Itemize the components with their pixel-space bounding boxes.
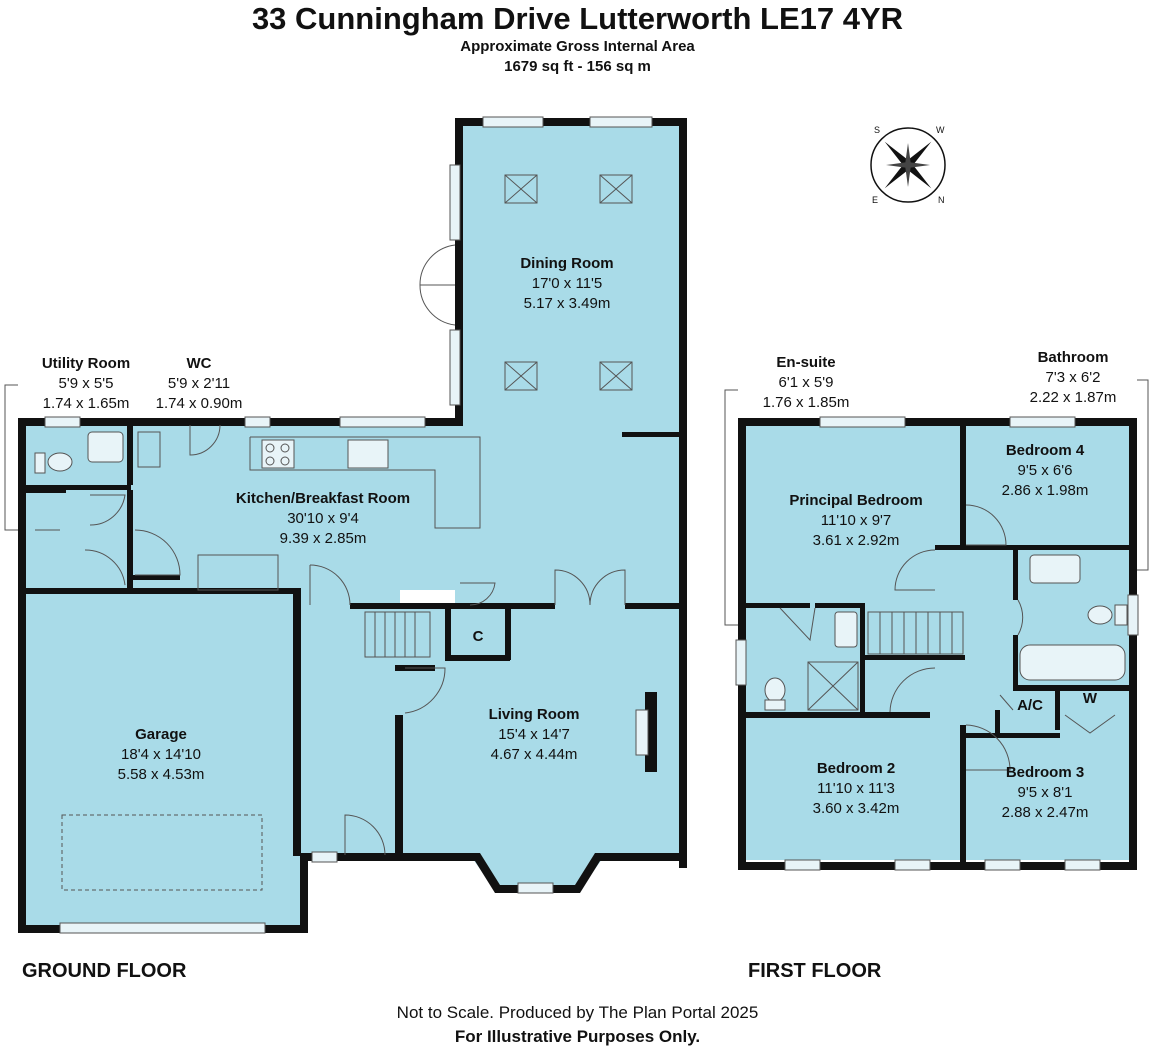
room-name-bed3: Bedroom 3 bbox=[1006, 764, 1084, 781]
room-name-kitchen: Kitchen/Breakfast Room bbox=[236, 490, 410, 507]
room-name-garage: Garage bbox=[135, 726, 187, 743]
room-imperial-utility: 5'9 x 5'5 bbox=[59, 375, 114, 392]
room-metric-ensuite: 1.76 x 1.85m bbox=[763, 394, 850, 411]
room-metric-bed3: 2.88 x 2.47m bbox=[1002, 804, 1089, 821]
room-metric-utility: 1.74 x 1.65m bbox=[43, 395, 130, 412]
room-name-bathroom: Bathroom bbox=[1038, 349, 1109, 366]
property-address-title: 33 Cunningham Drive Lutterworth LE17 4YR bbox=[251, 1, 904, 36]
room-imperial-principal: 11'10 x 9'7 bbox=[821, 512, 892, 529]
room-imperial-wc: 5'9 x 2'11 bbox=[168, 375, 230, 392]
first-floor-fill bbox=[745, 425, 1130, 860]
compass-rose: S W N E bbox=[870, 125, 946, 205]
footer-disclaimer: For Illustrative Purposes Only. bbox=[454, 1027, 701, 1046]
airing-cupboard-label: A/C bbox=[1017, 697, 1043, 714]
cupboard-label: C bbox=[473, 628, 484, 645]
room-imperial-bathroom: 7'3 x 6'2 bbox=[1046, 369, 1101, 386]
room-metric-wc: 1.74 x 0.90m bbox=[156, 395, 243, 412]
room-metric-bed4: 2.86 x 1.98m bbox=[1002, 482, 1089, 499]
compass-letter-s: S bbox=[874, 125, 880, 135]
room-metric-garage: 5.58 x 4.53m bbox=[118, 766, 205, 783]
area-label: Approximate Gross Internal Area bbox=[460, 38, 695, 55]
room-metric-bathroom: 2.22 x 1.87m bbox=[1030, 389, 1117, 406]
room-imperial-kitchen: 30'10 x 9'4 bbox=[287, 510, 359, 527]
room-imperial-bed2: 11'10 x 11'3 bbox=[817, 780, 895, 797]
first-floor-plan bbox=[724, 379, 1149, 871]
room-name-utility: Utility Room bbox=[42, 355, 130, 372]
ground-floor-plan bbox=[4, 116, 687, 934]
footer-note: Not to Scale. Produced by The Plan Porta… bbox=[396, 1003, 759, 1022]
room-imperial-living: 15'4 x 14'7 bbox=[498, 726, 570, 743]
compass-letter-n: N bbox=[938, 195, 945, 205]
room-imperial-dining: 17'0 x 11'5 bbox=[532, 275, 603, 292]
room-name-wc: WC bbox=[187, 355, 212, 372]
room-metric-living: 4.67 x 4.44m bbox=[491, 746, 578, 763]
room-imperial-bed3: 9'5 x 8'1 bbox=[1018, 784, 1073, 801]
hallway-fill bbox=[295, 590, 400, 860]
room-imperial-ensuite: 6'1 x 5'9 bbox=[779, 374, 834, 391]
room-metric-principal: 3.61 x 2.92m bbox=[813, 532, 900, 549]
compass-letter-w: W bbox=[936, 125, 945, 135]
ground-floor-label: GROUND FLOOR bbox=[22, 960, 187, 982]
wardrobe-label: W bbox=[1083, 690, 1098, 707]
garage-fill bbox=[25, 590, 300, 925]
room-imperial-bed4: 9'5 x 6'6 bbox=[1018, 462, 1073, 479]
room-metric-bed2: 3.60 x 3.42m bbox=[813, 800, 900, 817]
room-name-ensuite: En-suite bbox=[776, 354, 835, 371]
first-floor-label: FIRST FLOOR bbox=[748, 960, 882, 982]
compass-letter-e: E bbox=[872, 195, 878, 205]
room-metric-kitchen: 9.39 x 2.85m bbox=[280, 530, 367, 547]
living-room-fill bbox=[395, 605, 680, 860]
dining-area-fill bbox=[455, 125, 680, 610]
room-name-bed4: Bedroom 4 bbox=[1006, 442, 1085, 459]
bay-window-fill bbox=[470, 855, 605, 890]
room-name-living: Living Room bbox=[489, 706, 580, 723]
room-name-dining: Dining Room bbox=[520, 255, 613, 272]
room-imperial-garage: 18'4 x 14'10 bbox=[121, 746, 201, 763]
room-name-principal: Principal Bedroom bbox=[789, 492, 922, 509]
room-name-bed2: Bedroom 2 bbox=[817, 760, 895, 777]
room-metric-dining: 5.17 x 3.49m bbox=[524, 295, 611, 312]
area-value: 1679 sq ft - 156 sq m bbox=[504, 58, 651, 75]
